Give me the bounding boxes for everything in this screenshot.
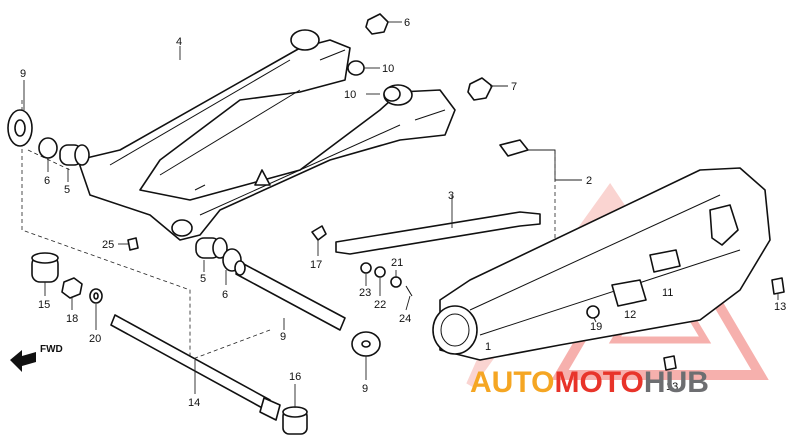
bolt-17 bbox=[311, 225, 327, 241]
callout-9b: 9 bbox=[362, 383, 368, 395]
pivot-shaft-8 bbox=[234, 260, 346, 331]
watermark-auto: AUTO bbox=[470, 366, 554, 399]
washer-22 bbox=[374, 266, 386, 278]
pivot-bolt-14 bbox=[110, 314, 281, 421]
needle-bearing-5-left bbox=[59, 144, 90, 166]
collar-6-left bbox=[38, 137, 58, 159]
chain-case bbox=[439, 167, 771, 361]
callout-16: 16 bbox=[289, 371, 301, 383]
bearing-seal-9-left bbox=[7, 109, 33, 147]
chain-adjuster-7-lower bbox=[467, 77, 493, 101]
callout-10b: 10 bbox=[344, 89, 356, 101]
callout-11: 11 bbox=[662, 287, 673, 299]
screw-13-right bbox=[771, 277, 785, 295]
callout-19: 19 bbox=[590, 321, 602, 333]
needle-bearing-5-right bbox=[195, 237, 228, 259]
leader-lines bbox=[23, 21, 779, 408]
callout-14: 14 bbox=[188, 397, 200, 409]
callout-6a: 6 bbox=[44, 175, 50, 187]
chain-adjuster-7-upper bbox=[365, 13, 389, 35]
callout-7a: 6 bbox=[404, 17, 410, 29]
nut-23 bbox=[360, 262, 372, 274]
callout-9a: 9 bbox=[20, 68, 26, 80]
callout-24: 24 bbox=[399, 313, 411, 325]
callout-3: 3 bbox=[448, 190, 454, 202]
callout-21: 21 bbox=[391, 257, 403, 269]
callout-12: 12 bbox=[624, 309, 636, 321]
callout-23: 23 bbox=[359, 287, 371, 299]
watermark-text: AUTOMOTOHUB bbox=[470, 366, 709, 399]
callout-5b: 5 bbox=[200, 273, 206, 285]
callout-13a: 13 bbox=[774, 301, 786, 313]
callout-25: 25 bbox=[102, 239, 114, 251]
callout-17: 17 bbox=[310, 259, 322, 271]
callout-labels: 4 6 7 10 10 9 6 5 3 2 25 5 6 17 21 23 22… bbox=[20, 17, 786, 409]
fwd-label: FWD bbox=[40, 344, 63, 355]
watermark-moto: MOTO bbox=[554, 366, 643, 399]
callout-8: 9 bbox=[280, 331, 286, 343]
dust-seal-15 bbox=[31, 252, 59, 283]
callout-15: 15 bbox=[38, 299, 50, 311]
callout-10a: 10 bbox=[382, 63, 394, 75]
swing-arm bbox=[77, 29, 456, 241]
cap-16 bbox=[282, 406, 308, 435]
callout-7b: 7 bbox=[511, 81, 517, 93]
seal-2 bbox=[499, 139, 529, 157]
bolt-21 bbox=[390, 276, 402, 288]
callout-5a: 5 bbox=[64, 184, 70, 196]
bushing-10-upper bbox=[347, 60, 365, 76]
cotter-pin-24 bbox=[405, 285, 413, 297]
callout-2: 2 bbox=[586, 175, 592, 187]
watermark-hub: HUB bbox=[644, 366, 709, 399]
callout-18: 18 bbox=[66, 313, 78, 325]
screw-13-bottom bbox=[663, 355, 677, 371]
callout-22: 22 bbox=[374, 299, 386, 311]
bracket-3 bbox=[335, 211, 541, 255]
bushing-10-lower bbox=[383, 86, 401, 102]
callout-6b: 6 bbox=[222, 289, 228, 301]
callout-1: 1 bbox=[485, 341, 491, 353]
pin-25 bbox=[127, 237, 139, 251]
callout-4: 4 bbox=[176, 36, 182, 48]
sprocket bbox=[432, 305, 478, 355]
callout-20: 20 bbox=[89, 333, 101, 345]
washer-9-right bbox=[351, 331, 381, 357]
nut-18 bbox=[61, 277, 83, 299]
washer-20 bbox=[89, 288, 103, 304]
callout-13b: 13 bbox=[666, 381, 678, 393]
forward-direction-arrow: FWD bbox=[10, 344, 63, 372]
